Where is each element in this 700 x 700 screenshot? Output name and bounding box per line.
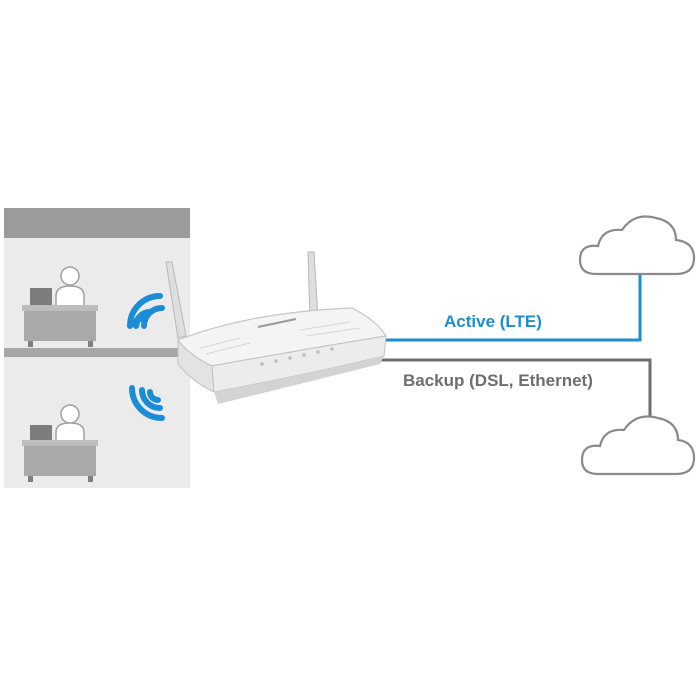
office-floor-divider	[4, 348, 190, 357]
wifi-signal-icon	[129, 385, 165, 421]
active-lte-link	[378, 275, 642, 342]
active-link-label: Active (LTE)	[444, 312, 542, 331]
office-building	[4, 208, 190, 488]
cloud-icon	[578, 215, 696, 276]
person-at-desk-icon	[22, 266, 98, 347]
wifi-signal-icon	[127, 293, 165, 329]
router-icon	[165, 251, 387, 404]
backup-link-label: Backup (DSL, Ethernet)	[403, 371, 593, 390]
cloud-icon	[580, 415, 696, 476]
backup-dsl-link	[380, 358, 652, 420]
person-at-desk-icon	[22, 404, 98, 482]
office-roof	[4, 208, 190, 238]
